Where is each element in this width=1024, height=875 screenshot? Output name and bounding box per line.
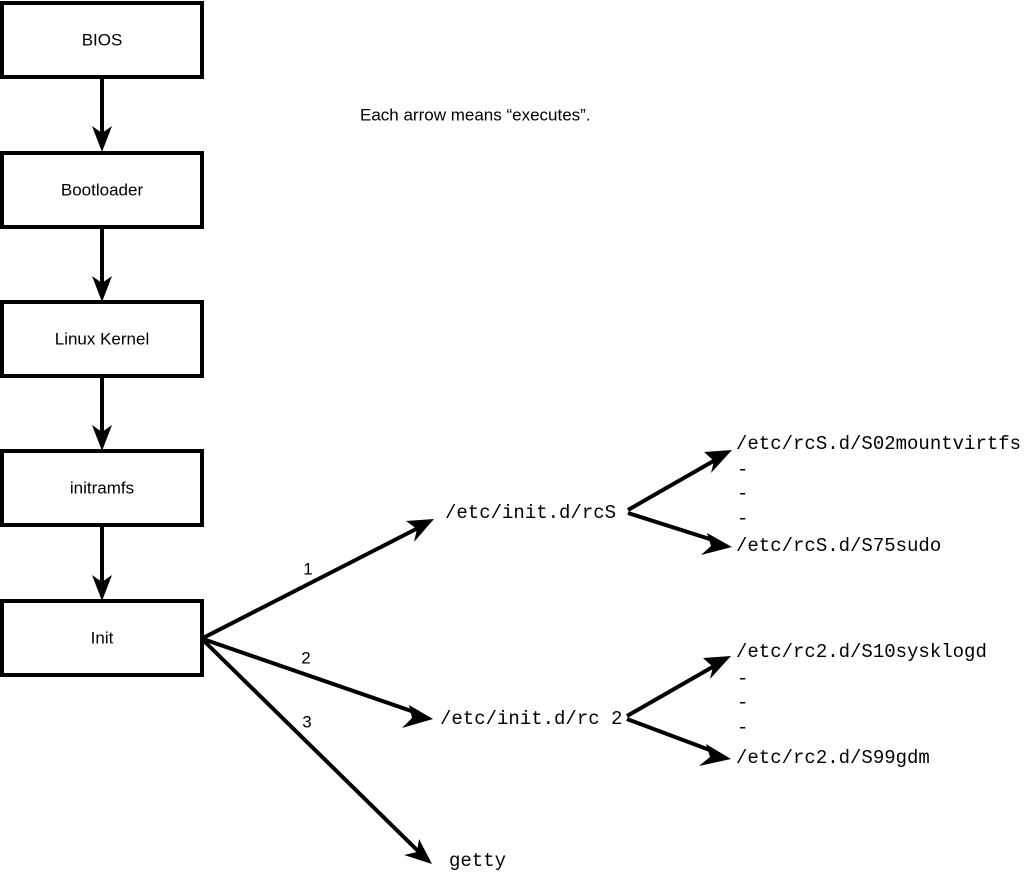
arrow-rcs-to-first-script (627, 450, 732, 512)
arrow-bios-to-bootloader (92, 77, 112, 152)
rcs-last-script-label: /etc/rcS.d/S75sudo (736, 535, 941, 557)
linux-kernel-label: Linux Kernel (55, 329, 150, 348)
node-init[interactable]: Init (0, 599, 204, 677)
legend-note: Each arrow means “executes”. (360, 105, 591, 124)
rcs-ellipsis-dash-1: - (737, 459, 748, 481)
bios-box[interactable] (0, 1, 204, 79)
node-linux-kernel[interactable]: Linux Kernel (0, 300, 204, 378)
arrow-kernel-to-initramfs (92, 376, 112, 451)
arrow-initramfs-to-init (92, 525, 112, 601)
rc2-ellipsis-dash-2: - (737, 692, 748, 714)
target-label-getty: getty (449, 850, 506, 872)
bios-label: BIOS (82, 30, 123, 49)
rc2-last-script-label: /etc/rc2.d/S99gdm (736, 747, 930, 769)
branch-number-2: 2 (301, 648, 310, 667)
rcs-first-script-label: /etc/rcS.d/S02mountvirtfs (736, 433, 1021, 455)
arrow-init-branch-2 (202, 637, 433, 728)
bootloader-label: Bootloader (61, 180, 144, 199)
arrow-rc2-to-first-script (626, 656, 731, 718)
rcs-ellipsis-dash-3: - (737, 508, 748, 530)
arrow-bootloader-to-kernel (92, 227, 112, 302)
node-initramfs[interactable]: initramfs (0, 449, 204, 527)
initramfs-box[interactable] (0, 449, 204, 527)
init-label: Init (91, 628, 114, 647)
node-bios[interactable]: BIOS (0, 1, 204, 79)
arrow-rcs-to-last-script (627, 511, 732, 555)
branch-number-1: 1 (303, 559, 312, 578)
arrow-rc2-to-last-script (626, 717, 731, 766)
initramfs-label: initramfs (70, 478, 134, 497)
rcs-ellipsis-dash-2: - (737, 483, 748, 505)
node-bootloader[interactable]: Bootloader (0, 151, 204, 229)
target-label-rc2: /etc/init.d/rc 2 (440, 708, 622, 730)
arrow-init-branch-3 (201, 638, 432, 864)
branch-number-3: 3 (302, 712, 311, 731)
rc2-ellipsis-dash-1: - (737, 668, 748, 690)
rc2-ellipsis-dash-3: - (737, 717, 748, 739)
rc2-first-script-label: /etc/rc2.d/S10sysklogd (736, 641, 987, 663)
target-label-rcs: /etc/init.d/rcS (445, 502, 616, 524)
arrow-init-branch-1 (202, 519, 434, 640)
